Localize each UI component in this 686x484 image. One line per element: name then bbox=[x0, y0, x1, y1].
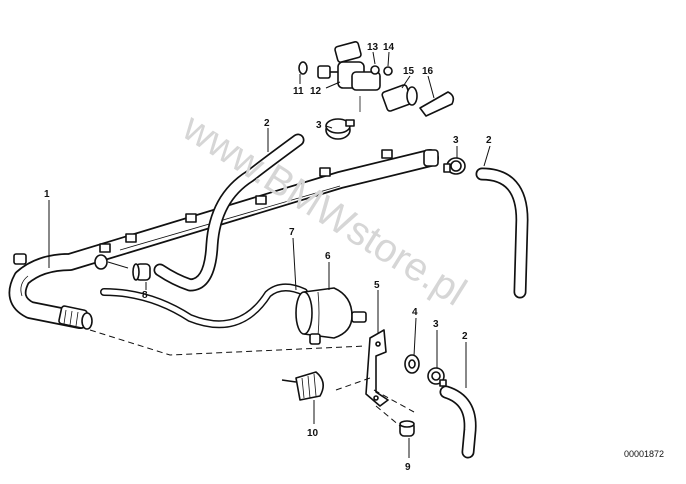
washer-small bbox=[383, 66, 393, 76]
callout-11: 11 bbox=[293, 86, 304, 97]
cap bbox=[419, 91, 455, 117]
callout-3-right: 3 bbox=[453, 135, 459, 146]
leader-lines bbox=[48, 51, 491, 458]
rail-fitting bbox=[94, 254, 129, 270]
callout-12: 12 bbox=[310, 86, 322, 97]
callout-14: 14 bbox=[383, 42, 395, 53]
hose-bottom bbox=[439, 385, 477, 459]
callout-8: 8 bbox=[142, 290, 148, 301]
pressure-regulator bbox=[295, 287, 367, 345]
assembly-lines bbox=[89, 329, 415, 427]
callout-5: 5 bbox=[374, 280, 380, 291]
callout-3-bottom: 3 bbox=[433, 319, 439, 330]
callout-13: 13 bbox=[367, 42, 379, 53]
washer bbox=[298, 61, 308, 75]
hose-right bbox=[475, 167, 529, 299]
callout-9: 9 bbox=[405, 462, 411, 473]
connector bbox=[381, 84, 418, 112]
callout-2-right: 2 bbox=[486, 135, 492, 146]
damper bbox=[281, 371, 324, 401]
rubber-mount bbox=[399, 420, 415, 437]
return-line bbox=[100, 283, 308, 329]
callout-4: 4 bbox=[412, 307, 418, 318]
nut-small bbox=[370, 65, 380, 75]
valve bbox=[317, 41, 381, 112]
clamp-top bbox=[325, 118, 355, 140]
callout-3-top: 3 bbox=[316, 120, 322, 131]
grommet bbox=[132, 263, 151, 281]
callout-1: 1 bbox=[44, 189, 50, 200]
clamp-bottom bbox=[427, 367, 447, 387]
nut bbox=[404, 354, 420, 374]
callout-16: 16 bbox=[422, 66, 434, 77]
callout-15: 15 bbox=[403, 66, 415, 77]
callout-6: 6 bbox=[325, 251, 331, 262]
clamp-right bbox=[443, 157, 466, 175]
callout-2-bottom: 2 bbox=[462, 331, 468, 342]
fuel-rail bbox=[8, 149, 439, 330]
callout-7: 7 bbox=[289, 227, 295, 238]
hose-middle bbox=[153, 133, 305, 292]
bracket bbox=[365, 329, 389, 407]
callout-10: 10 bbox=[307, 428, 319, 439]
reference-number: 00001872 bbox=[624, 449, 664, 459]
callout-2-middle: 2 bbox=[264, 118, 270, 129]
callout-labels: 1 2 2 2 3 3 3 4 5 6 7 8 9 10 11 12 13 14… bbox=[44, 42, 492, 473]
